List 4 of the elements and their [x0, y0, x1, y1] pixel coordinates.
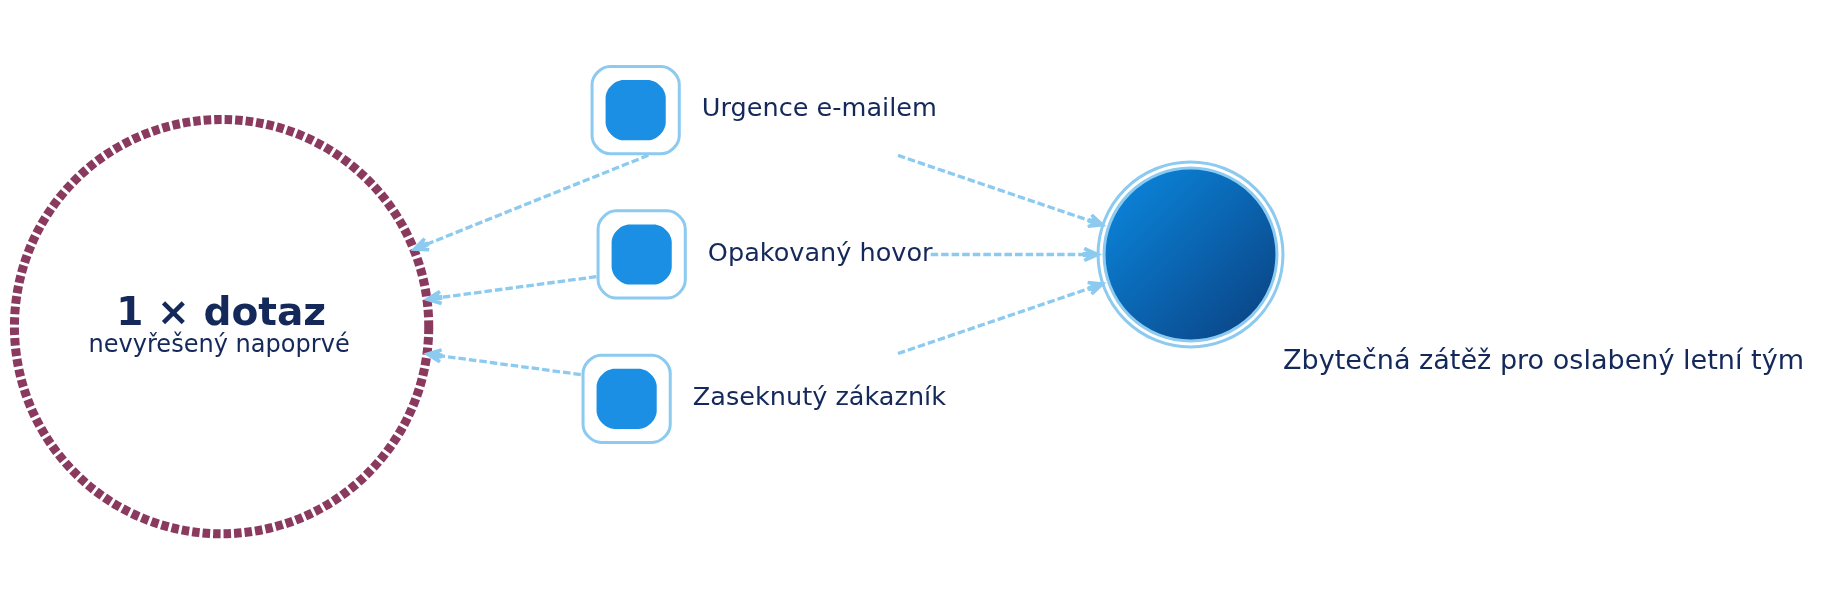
node-label: Opakovaný hovor: [707, 236, 933, 267]
node-label: Zaseknutý zákazník: [692, 380, 946, 411]
node-label: Urgence e-mailem: [701, 92, 937, 123]
node-label: Zbytečná zátěž pro oslabený letní tým: [1282, 343, 1805, 375]
